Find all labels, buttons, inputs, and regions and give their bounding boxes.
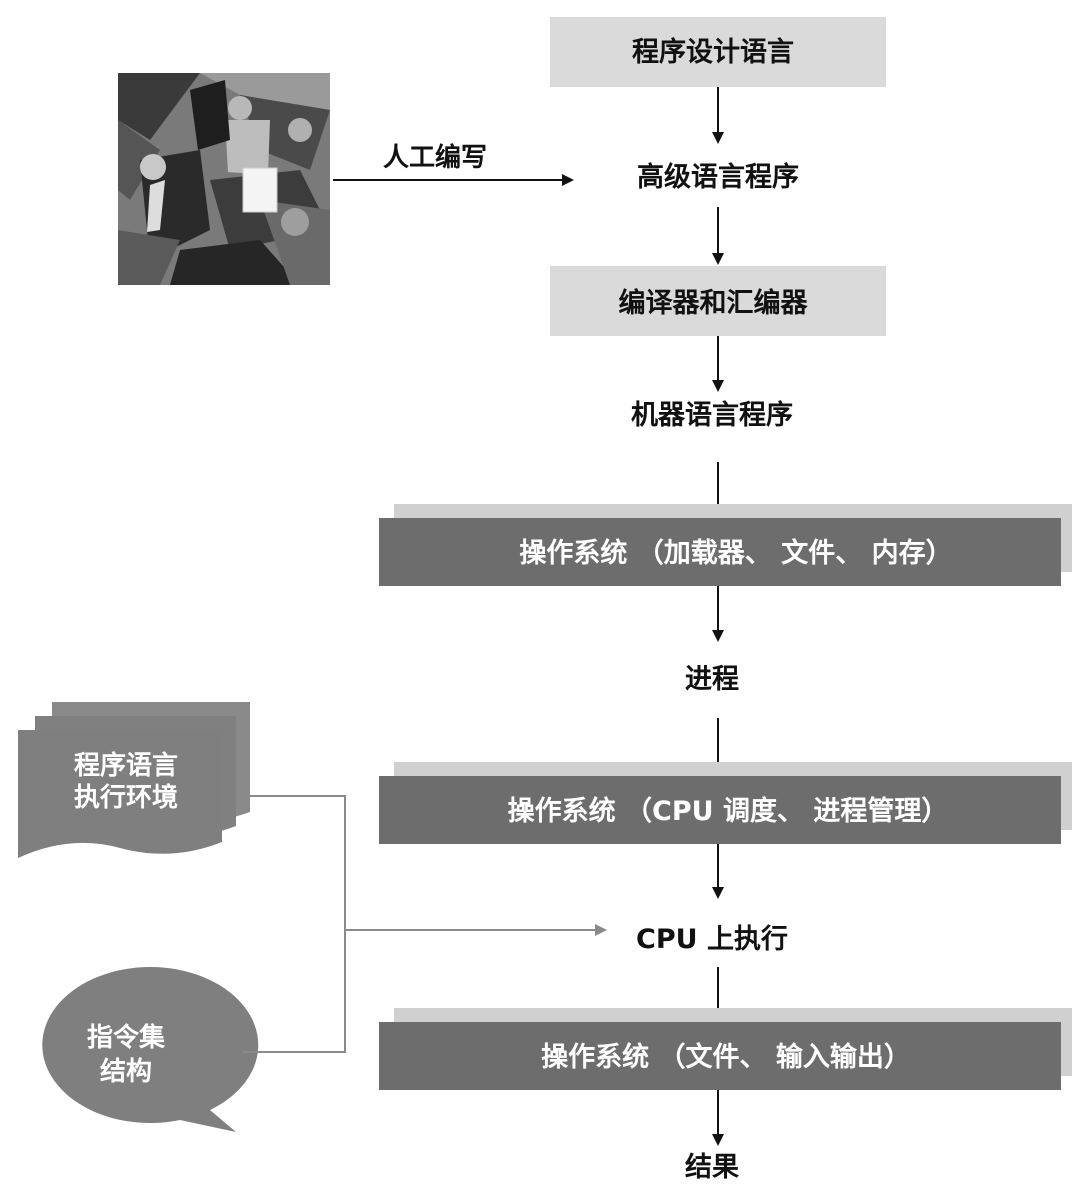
high-level-program-label: 高级语言程序 [637,161,799,193]
runtime-env-connector [250,796,345,930]
isa-line2: 结构 [100,1057,152,1087]
runtime-env-line1: 程序语言 [74,750,178,781]
process-label: 进程 [685,664,739,695]
runtime-env-line2: 执行环境 [74,782,178,813]
manual-writing-label: 人工编写 [383,142,487,173]
people-illustration [118,73,330,285]
os-io-label: 操作系统 （文件、 输入输出） [541,1041,911,1073]
compiler-assembler-label: 编译器和汇编器 [619,287,809,319]
result-label: 结果 [685,1152,739,1183]
programming-language-label: 程序设计语言 [632,36,794,68]
os-loader-label: 操作系统 （加载器、 文件、 内存） [519,537,952,569]
isa-connector [243,930,345,1052]
cpu-execute-label: CPU 上执行 [636,923,788,955]
machine-program-label: 机器语言程序 [631,399,793,431]
os-scheduling-label: 操作系统 （CPU 调度、 进程管理） [508,795,949,827]
isa-line1: 指令集 [87,1022,166,1053]
